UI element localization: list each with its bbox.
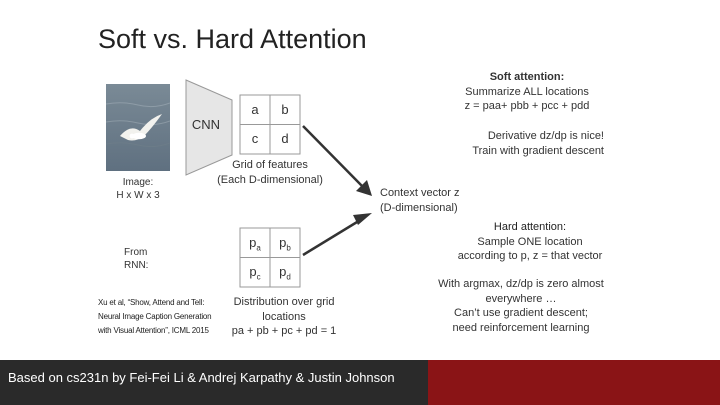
citation: Xu et al, “Show, Attend and Tell: Neural… [98, 296, 211, 338]
soft-derivative-line-2: Train with gradient descent [456, 144, 604, 159]
citation-line-3: with Visual Attention”, ICML 2015 [98, 324, 211, 338]
soft-attention-heading: Soft attention: [440, 70, 614, 85]
prob-cell-c: pc [240, 264, 270, 282]
prob-cell-b: pb [270, 235, 300, 253]
hard-argmax-line-1: With argmax, dz/dp is zero almost [418, 277, 624, 292]
grid-cell-c: c [240, 131, 270, 146]
footer-credit: Based on cs231n by Fei-Fei Li & Andrej K… [8, 370, 395, 385]
rnn-label-line-1: From [124, 246, 148, 259]
hard-argmax-block: With argmax, dz/dp is zero almost everyw… [418, 277, 624, 335]
soft-attention-line-2: z = paa+ pbb + pcc + pdd [440, 99, 614, 114]
distribution-formula: pa + pb + pc + pd = 1 [222, 324, 346, 339]
hard-argmax-line-2: everywhere … [418, 292, 624, 307]
hard-argmax-line-3: Can’t use gradient descent; [418, 306, 624, 321]
distribution-caption: Distribution over grid locations [222, 295, 346, 324]
grid-cell-a: a [240, 102, 270, 117]
grid-caption-line-1: Grid of features [200, 158, 340, 173]
grid-caption-line-2: (Each D-dimensional) [200, 173, 340, 188]
grid-cell-d: d [270, 131, 300, 146]
prob-cell-a-sub: a [256, 244, 260, 253]
soft-derivative-line-1: Derivative dz/dp is nice! [456, 129, 604, 144]
grid-caption: Grid of features (Each D-dimensional) [200, 158, 340, 187]
hard-attention-heading: Hard attention: [442, 220, 618, 235]
citation-line-2: Neural Image Caption Generation [98, 310, 211, 324]
hard-argmax-line-4: need reinforcement learning [418, 321, 624, 336]
prob-cell-a: pa [240, 235, 270, 253]
soft-attention-line-1: Summarize ALL locations [440, 85, 614, 100]
prob-cell-c-sub: c [257, 273, 261, 282]
cnn-label: CNN [190, 117, 222, 132]
rnn-label: From RNN: [124, 246, 148, 272]
soft-attention-block: Soft attention: Summarize ALL locations … [440, 70, 614, 114]
prob-cell-c-base: p [249, 264, 256, 279]
rnn-label-line-2: RNN: [124, 259, 148, 272]
context-vector-label: Context vector z (D-dimensional) [380, 186, 459, 215]
prob-cell-d: pd [270, 264, 300, 282]
distribution-caption-line-2: locations [222, 310, 346, 325]
footer-dark-panel: Based on cs231n by Fei-Fei Li & Andrej K… [0, 360, 428, 405]
prob-cell-d-sub: d [286, 273, 290, 282]
context-vector-line-2: (D-dimensional) [380, 201, 459, 216]
footer-bar: Based on cs231n by Fei-Fei Li & Andrej K… [0, 360, 720, 405]
distribution-formula-text: pa + pb + pc + pd = 1 [232, 325, 337, 337]
citation-line-1: Xu et al, “Show, Attend and Tell: [98, 296, 211, 310]
hard-attention-block: Hard attention: Sample ONE location acco… [442, 220, 618, 264]
probabilities-to-context-arrow [303, 213, 372, 255]
context-vector-line-1: Context vector z [380, 186, 459, 201]
soft-derivative-block: Derivative dz/dp is nice! Train with gra… [456, 129, 604, 158]
distribution-caption-line-1: Distribution over grid [222, 295, 346, 310]
hard-attention-line-2: according to p, z = that vector [442, 249, 618, 264]
grid-cell-b: b [270, 102, 300, 117]
prob-cell-b-sub: b [286, 244, 290, 253]
hard-attention-line-1: Sample ONE location [442, 235, 618, 250]
